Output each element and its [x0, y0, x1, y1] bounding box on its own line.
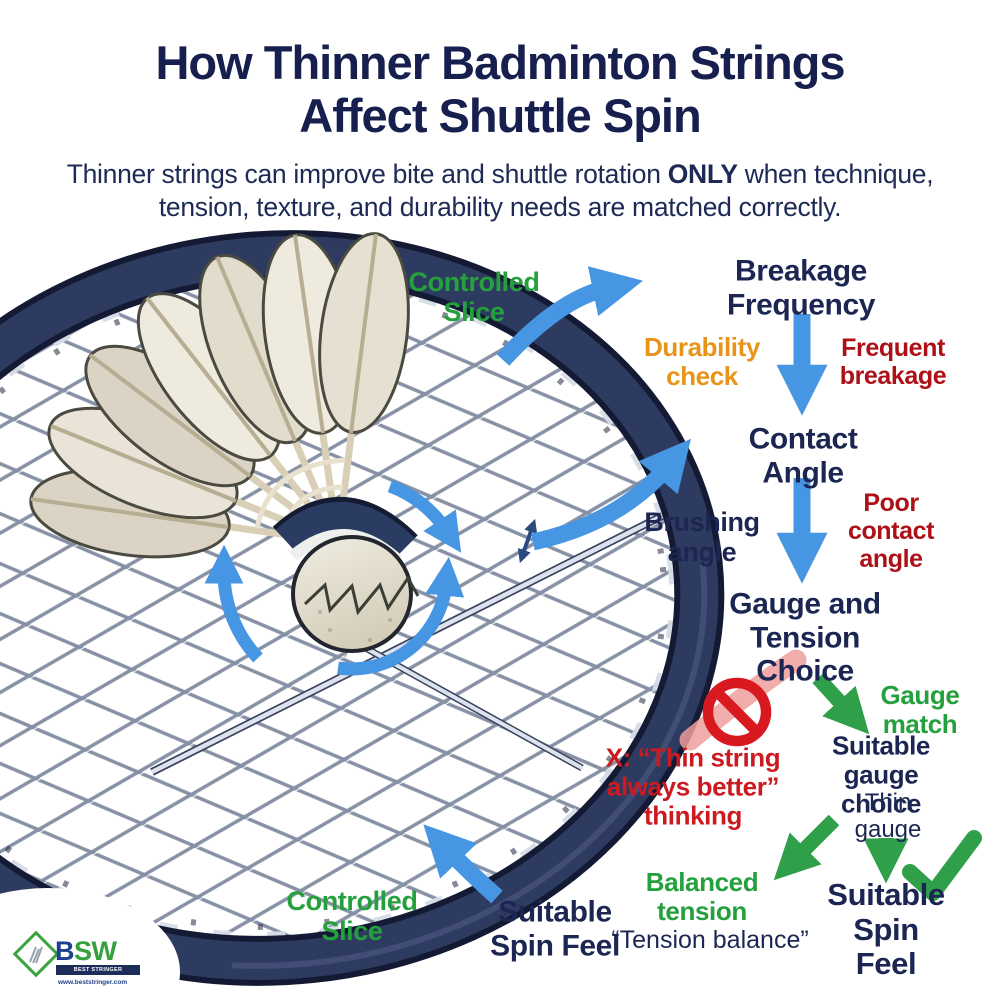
- label-poor-contact-angle: Poor contact angle: [847, 489, 935, 573]
- cork: [291, 535, 413, 653]
- label-thin-gauge: Thin gauge: [854, 789, 922, 843]
- grommet-dashes: [0, 278, 676, 938]
- subtitle-part1: Thinner strings can improve bite and shu…: [66, 159, 668, 189]
- label-controlled-slice-top: Controlled Slice: [408, 266, 540, 327]
- bsw-logo-sw: SW: [74, 936, 117, 966]
- label-controlled-slice-bottom: Controlled Slice: [286, 885, 418, 946]
- label-breakage-frequency: Breakage Frequency: [726, 254, 876, 321]
- arrow-to-racket-bottom: [423, 824, 503, 904]
- arrow-to-breakage-frequency: [496, 266, 643, 366]
- arrow-to-contact-angle: [531, 438, 692, 551]
- bsw-logo-b: B: [55, 936, 75, 966]
- arrow-gauge-match: [812, 672, 870, 735]
- spin-arrow-top-icon: [387, 479, 462, 553]
- page-title: How Thinner Badminton Strings Affect Shu…: [10, 36, 990, 142]
- label-thin-string-thinking: X: “Thin string always better” thinking: [605, 742, 781, 831]
- label-brushing-angle: Brushing angle: [644, 506, 760, 567]
- checkmark-icon: [902, 830, 982, 901]
- subtitle-part2: when technique, tension, texture, and du…: [158, 159, 934, 223]
- label-suitable-spin-feel-right: Suitable Spin Feel: [827, 876, 945, 982]
- subtitle-bold: ONLY: [667, 159, 738, 189]
- label-suitable-gauge-choice: Suitable gauge choice: [832, 730, 930, 819]
- label-gauge-match: Gauge match: [880, 679, 960, 739]
- page-subtitle: Thinner strings can improve bite and shu…: [55, 158, 945, 224]
- label-durability-check: Durability check: [644, 331, 760, 391]
- shuttlecock-illustration: [29, 232, 420, 657]
- title-line1: How Thinner Badminton Strings: [155, 36, 845, 89]
- brushing-angle-arrow-icon: [517, 518, 538, 564]
- bsw-logo-url: www.beststringer.com: [58, 979, 128, 986]
- no-entry-icon: [679, 649, 807, 751]
- label-tension-balance: “Tension balance”: [611, 926, 809, 954]
- label-contact-angle: Contact Angle: [748, 422, 858, 489]
- label-balanced-tension: Balanced tension: [645, 866, 759, 926]
- label-frequent-breakage: Frequent breakage: [839, 334, 947, 390]
- title-line2: Affect Shuttle Spin: [299, 89, 701, 143]
- bsw-logo-tagline: BEST STRINGER WORLDWIDE: [56, 965, 140, 983]
- label-suitable-spin-feel-left: Suitable Spin Feel: [490, 895, 620, 962]
- label-gauge-tension-choice: Gauge and Tension Choice: [729, 587, 881, 688]
- arrow-to-balanced-tension: [773, 814, 840, 881]
- spin-arrows: [204, 479, 465, 676]
- bsw-logo-abbr: BSW: [55, 936, 117, 967]
- spin-arrow-left-icon: [204, 544, 263, 663]
- spin-arrow-bottom-icon: [337, 556, 465, 676]
